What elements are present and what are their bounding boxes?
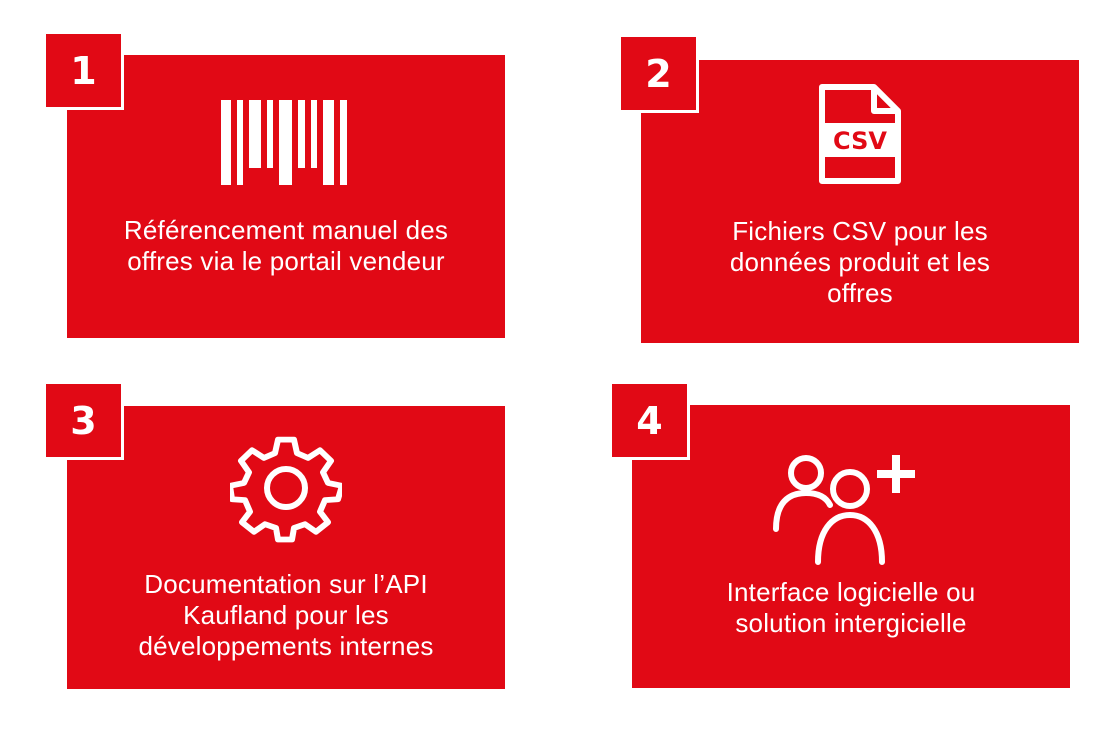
step-number-badge: 2 bbox=[618, 34, 699, 113]
csv-icon-label: CSV bbox=[833, 127, 887, 155]
card-api-docs: Documentation sur l’API Kaufland pour le… bbox=[67, 406, 505, 689]
card-text: Interface logicielle ou solution intergi… bbox=[726, 577, 976, 638]
card-text: Documentation sur l’API Kaufland pour le… bbox=[138, 569, 434, 661]
card-text: Fichiers CSV pour les données produit et… bbox=[729, 216, 991, 308]
add-users-icon bbox=[766, 447, 936, 572]
card-csv-files: CSV Fichiers CSV pour les données produi… bbox=[641, 60, 1079, 343]
barcode-icon bbox=[221, 100, 351, 190]
step-number-badge: 3 bbox=[43, 381, 124, 460]
step-number-badge: 1 bbox=[43, 31, 124, 110]
card-software-interface: Interface logicielle ou solution intergi… bbox=[632, 405, 1070, 688]
gear-icon bbox=[227, 436, 345, 553]
csv-file-icon: CSV bbox=[818, 83, 902, 190]
step-number-badge: 4 bbox=[609, 381, 690, 460]
card-text: Référencement manuel des offres via le p… bbox=[123, 215, 449, 276]
card-manual-listing: Référencement manuel des offres via le p… bbox=[67, 55, 505, 338]
